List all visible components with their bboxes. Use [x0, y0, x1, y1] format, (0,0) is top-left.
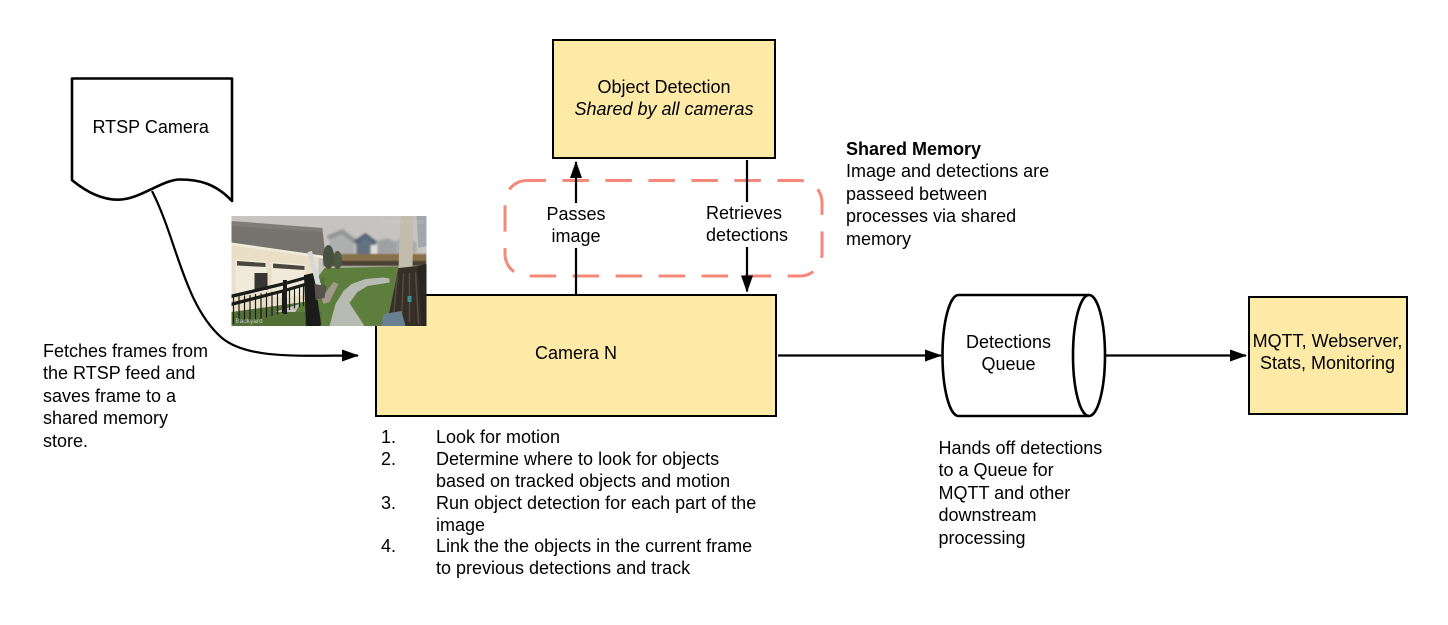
- svg-text:Backyard: Backyard: [236, 318, 263, 325]
- svg-text:2019-03-05 09:01:52: 2019-03-05 09:01:52: [382, 220, 424, 225]
